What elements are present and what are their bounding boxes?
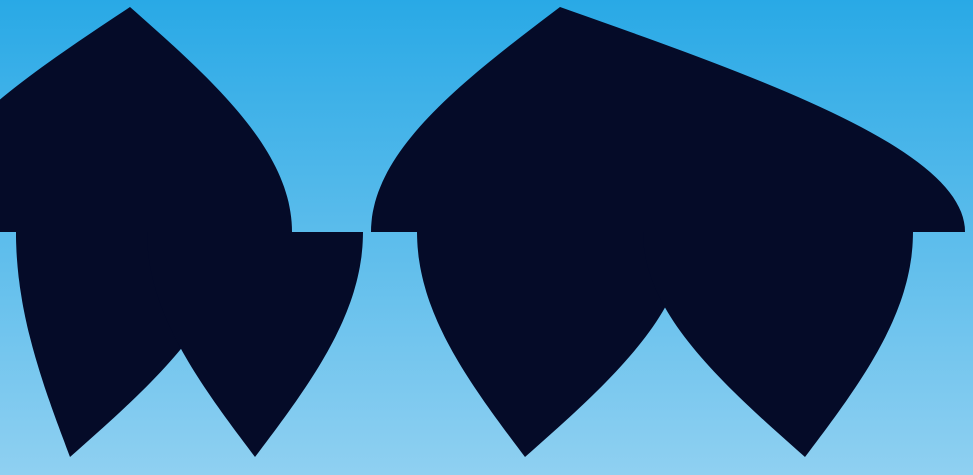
lobe-eurasia: [371, 7, 965, 232]
ocean-lobes: [0, 7, 965, 457]
lobe-africa: [417, 232, 687, 457]
lobe-australia: [643, 232, 913, 457]
lobe-south-america: [147, 232, 363, 457]
lobe-north-america: [0, 7, 292, 232]
